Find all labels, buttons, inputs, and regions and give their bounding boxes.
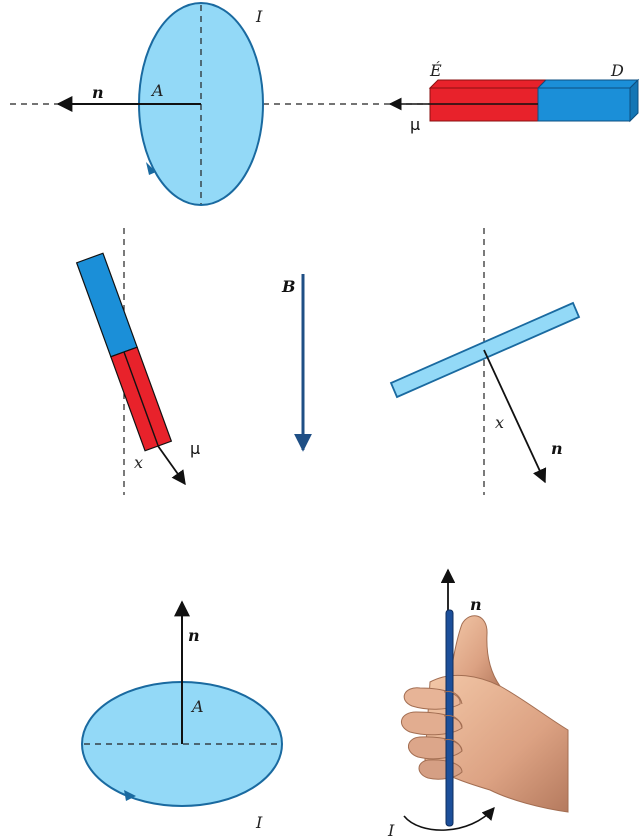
right-hand-grip-icon: [401, 568, 569, 831]
magnet-top-face: [428, 79, 548, 89]
thumb: [447, 615, 501, 691]
hand-normal-label: n: [470, 595, 482, 614]
tilted-bar-magnet: [75, 252, 173, 452]
vertical-normal-label: n: [188, 626, 200, 645]
curved-current-arrow: [403, 807, 495, 831]
tilted-moment-label: μ: [190, 439, 200, 458]
middle-panel: μ x B x n: [75, 228, 581, 495]
current-label-bottom-right: I: [387, 821, 395, 839]
area-label-bottom: A: [190, 697, 204, 716]
tilted-moment-arrow: [157, 445, 186, 486]
pole-d-label: D: [610, 61, 624, 80]
normal-label: n: [92, 83, 104, 102]
conductor-rod: [445, 609, 454, 827]
angle-label-right: x: [495, 413, 504, 432]
finger-tips-overlay: [443, 691, 463, 752]
tilted-loop-edge: [389, 301, 581, 399]
current-label: I: [255, 7, 263, 26]
moment-label: μ: [410, 115, 420, 134]
field-label: B: [281, 277, 296, 296]
tilted-normal-label: n: [551, 439, 563, 458]
bottom-panel: n A I n I: [81, 568, 569, 839]
current-label-bottom-left: I: [255, 813, 263, 832]
magnet-blue-pole: [537, 87, 631, 122]
magnet-side-face: [629, 78, 639, 123]
tilted-moment-line: [123, 351, 159, 447]
bar-magnet-horizontal: [388, 78, 640, 123]
angle-label-left: x: [134, 453, 143, 472]
top-panel: I A n É D μ: [10, 2, 640, 206]
tilted-magnet-blue: [75, 252, 138, 358]
pole-e-label: É: [429, 60, 442, 80]
loop-current-arrowhead: [124, 790, 136, 801]
tilted-normal-arrow: [483, 349, 547, 484]
magnet-top-face-blue: [536, 79, 640, 89]
area-label: A: [150, 81, 164, 100]
palm: [424, 674, 569, 813]
current-direction-arrowhead: [146, 162, 156, 175]
